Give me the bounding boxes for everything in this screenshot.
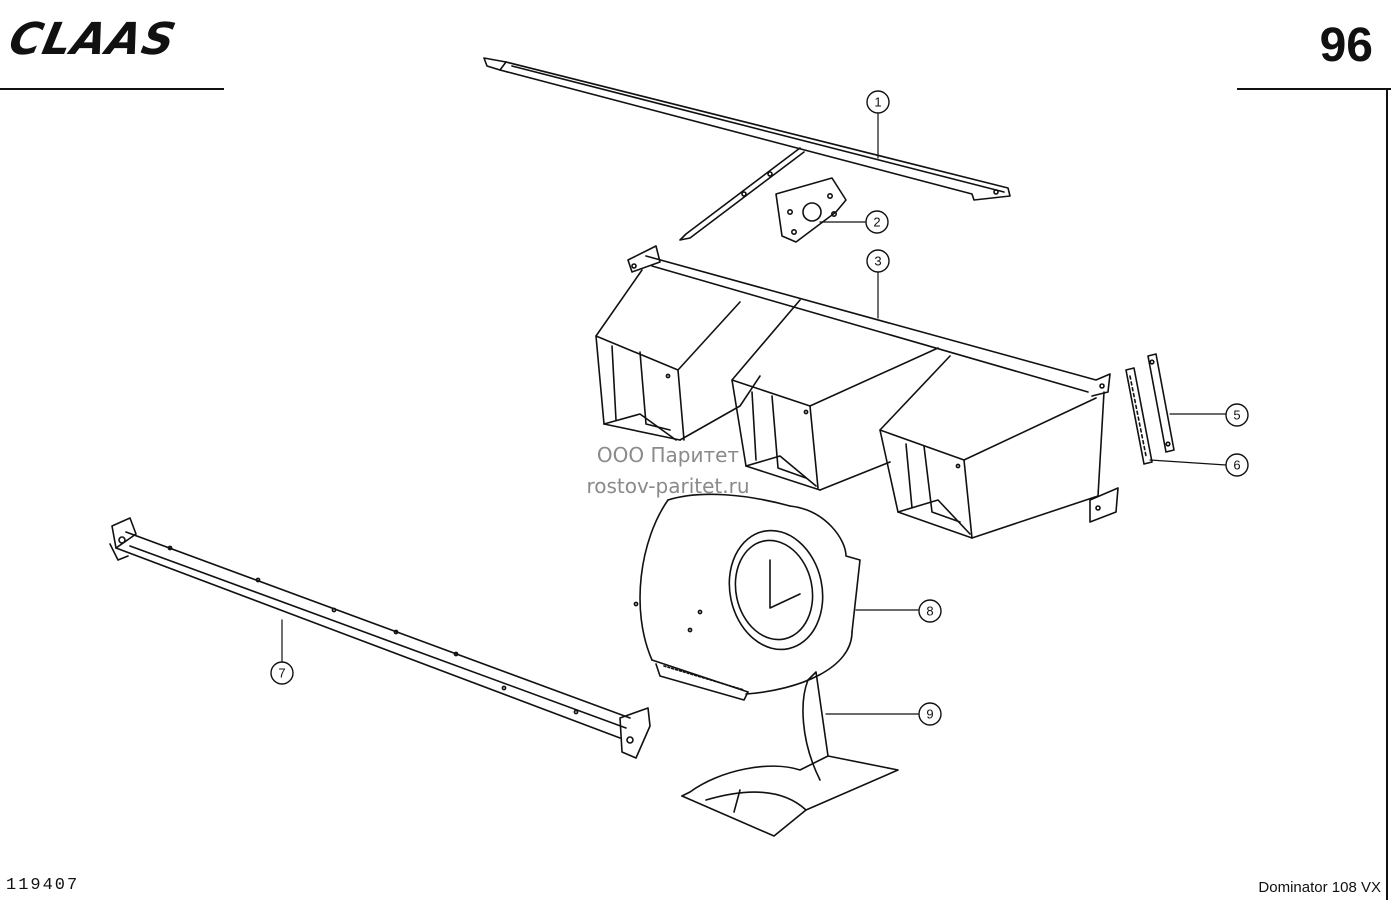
callout-3-label: 3 [874,254,881,269]
part-9-deflector [681,671,899,837]
callout-5: 5 [1225,403,1249,427]
part-3-duct-assembly [595,245,1119,539]
callout-2-label: 2 [873,215,880,230]
watermark-company: ООО Паритет [596,443,740,467]
watermark-url: rostov-paritet.ru [586,474,750,498]
callout-9: 9 [918,702,942,726]
callout-7-label: 7 [278,666,285,681]
callout-6-label: 6 [1233,458,1240,473]
part-2-flange-plate [775,177,847,243]
part-1-angle-bar [483,57,1011,241]
header-rule-left [0,88,224,90]
callout-8-label: 8 [926,604,933,619]
drawing-number: 119407 [6,876,80,895]
model-name: Dominator 108 VX [1258,879,1381,896]
page-number: 96 [1319,19,1373,72]
callout-5-label: 5 [1233,408,1240,423]
part-8-fan-housing [633,493,861,701]
callout-1-label: 1 [874,95,881,110]
header-rule-right [1237,88,1391,90]
watermark: ООО Паритет rostov-paritet.ru [548,440,788,502]
leader-lines [281,111,1227,715]
callout-7: 7 [270,661,294,685]
part-6-perforated-strip [1125,367,1153,465]
part-5-strip [1147,353,1175,453]
callout-6: 6 [1225,453,1249,477]
callout-2: 2 [865,210,889,234]
callouts: 1 2 3 5 6 7 8 [270,90,1249,726]
callout-8: 8 [918,599,942,623]
callout-9-label: 9 [926,707,933,722]
callout-3: 3 [866,249,890,273]
frame-right-border [1386,88,1388,900]
callout-1: 1 [866,90,890,114]
part-7-cross-member [109,517,651,759]
